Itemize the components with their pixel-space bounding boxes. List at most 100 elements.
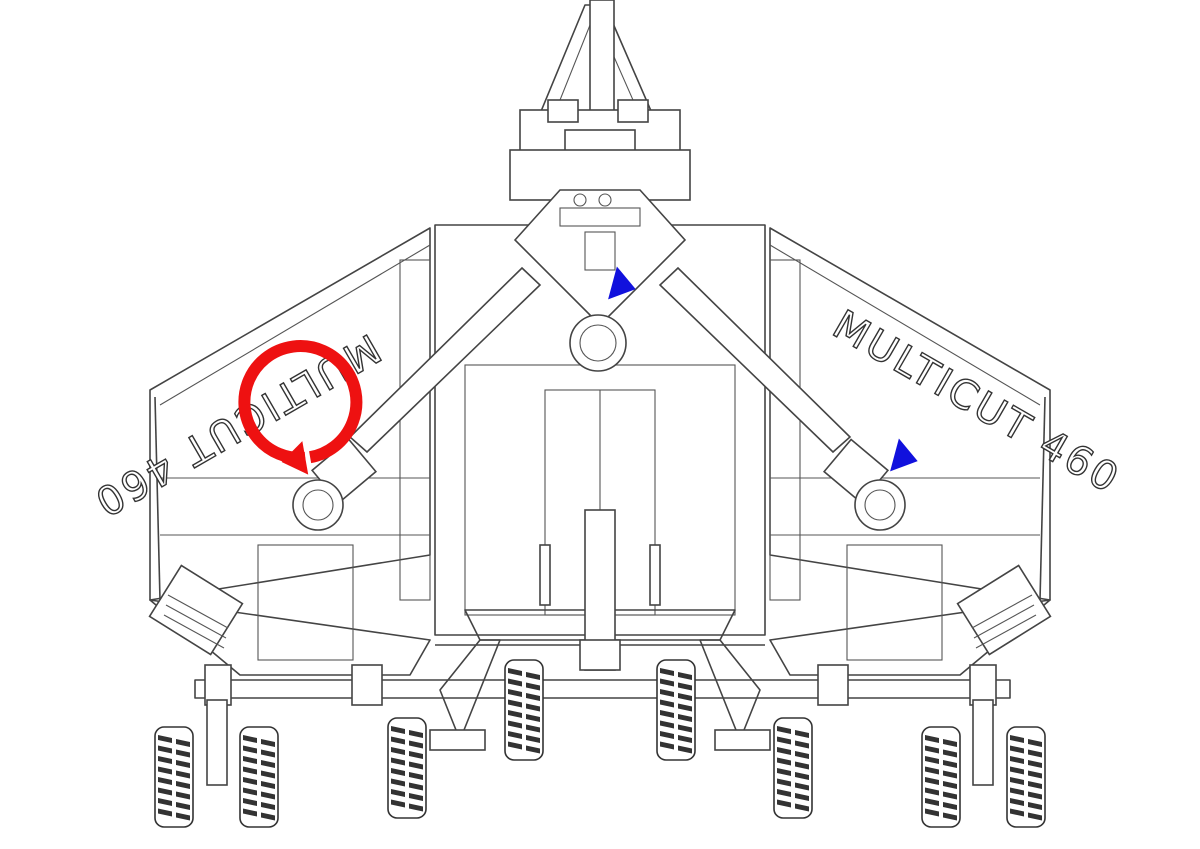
tire-tread — [158, 787, 172, 796]
tire-tread — [660, 668, 674, 676]
tire-tread — [176, 739, 190, 747]
tire-tread — [795, 803, 809, 812]
tire-tread — [777, 747, 791, 755]
tire-tread — [176, 791, 190, 800]
tire-tread — [508, 741, 522, 750]
tire-tread — [508, 699, 522, 708]
tire-tread — [391, 789, 405, 797]
tire-tread — [1028, 749, 1042, 758]
tire-tread — [777, 726, 791, 734]
tire-tread — [409, 772, 423, 780]
tire-tread — [1010, 735, 1024, 743]
rotation-arrow-left — [238, 340, 363, 475]
tire-tread — [391, 757, 405, 766]
tire-tread — [391, 747, 405, 755]
tire-tread — [508, 710, 522, 718]
tire-tread — [678, 735, 692, 743]
tire-tread — [777, 757, 791, 766]
tire-tread — [1010, 798, 1024, 806]
tire-tread — [391, 799, 405, 808]
tire-tread — [158, 766, 172, 775]
tire-tread — [176, 749, 190, 758]
tire-tread — [391, 768, 405, 776]
tire-tread — [176, 802, 190, 810]
tire-tread — [261, 749, 275, 758]
tire-tread — [526, 693, 540, 701]
tire-tread — [508, 720, 522, 729]
tire-tread — [261, 791, 275, 800]
tire-tread — [943, 739, 957, 747]
tire-tread — [243, 787, 257, 796]
tire-tread — [1010, 766, 1024, 775]
tire-tread — [678, 745, 692, 754]
tire-tread — [660, 731, 674, 739]
tire-tread — [678, 714, 692, 722]
tire-tread — [795, 730, 809, 738]
tire-tread — [176, 812, 190, 821]
tire-tread — [1028, 802, 1042, 810]
tire-tread — [1010, 777, 1024, 785]
tire-tread — [526, 672, 540, 680]
tire-tread — [943, 760, 957, 768]
tire-tread — [1028, 812, 1042, 821]
rotation-arrows — [238, 266, 918, 475]
tire-tread — [243, 735, 257, 743]
tire-tread — [243, 766, 257, 775]
tire-tread — [795, 751, 809, 759]
tire-tread — [158, 777, 172, 785]
tire-tread — [925, 787, 939, 796]
tire-tread — [660, 741, 674, 750]
tire-tread — [243, 798, 257, 806]
tire-tread — [158, 735, 172, 743]
tire-tread — [678, 703, 692, 712]
tire-tread — [925, 808, 939, 817]
tire-tread — [795, 740, 809, 749]
tire-tread — [176, 770, 190, 779]
tire-tread — [526, 714, 540, 722]
tire-tread — [777, 799, 791, 808]
tire-tread — [158, 745, 172, 754]
tire-tread — [261, 812, 275, 821]
tire-tread — [1028, 739, 1042, 747]
tire-tread — [925, 766, 939, 775]
tire-tread — [409, 782, 423, 791]
tire-tread — [777, 789, 791, 797]
tire-tread — [243, 808, 257, 817]
tire-tread — [409, 761, 423, 770]
tire-tread — [508, 678, 522, 687]
tire-tread — [526, 745, 540, 754]
tire-tread — [925, 777, 939, 785]
tire-tread — [158, 798, 172, 806]
tire-tread — [678, 724, 692, 733]
side-gearboxes — [292, 479, 906, 531]
center-gearbox-housing — [513, 189, 687, 372]
tire-tread — [795, 793, 809, 801]
tire-tread — [261, 770, 275, 779]
tire-tread — [660, 678, 674, 687]
tire-tread — [391, 778, 405, 787]
tire-tread — [409, 730, 423, 738]
tire-tread — [391, 736, 405, 745]
wheels — [154, 659, 1046, 828]
tire-tread — [261, 802, 275, 810]
tire-tread — [526, 724, 540, 733]
tire-tread — [1010, 787, 1024, 796]
tire-tread — [943, 770, 957, 779]
tire-tread — [1010, 756, 1024, 764]
tire-tread — [943, 781, 957, 789]
rotation-arrow-center — [608, 266, 636, 300]
tire-tread — [243, 745, 257, 754]
tire-tread — [795, 782, 809, 791]
tire-tread — [526, 703, 540, 712]
left-wing-deck — [148, 227, 431, 676]
tire-tread — [943, 802, 957, 810]
tire-tread — [777, 768, 791, 776]
tire-tread — [409, 751, 423, 759]
tire-tread — [508, 731, 522, 739]
tire-tread — [925, 798, 939, 806]
tire-tread — [243, 777, 257, 785]
tire-tread — [1028, 760, 1042, 768]
axle-frame — [194, 639, 1011, 786]
tire-tread — [243, 756, 257, 764]
